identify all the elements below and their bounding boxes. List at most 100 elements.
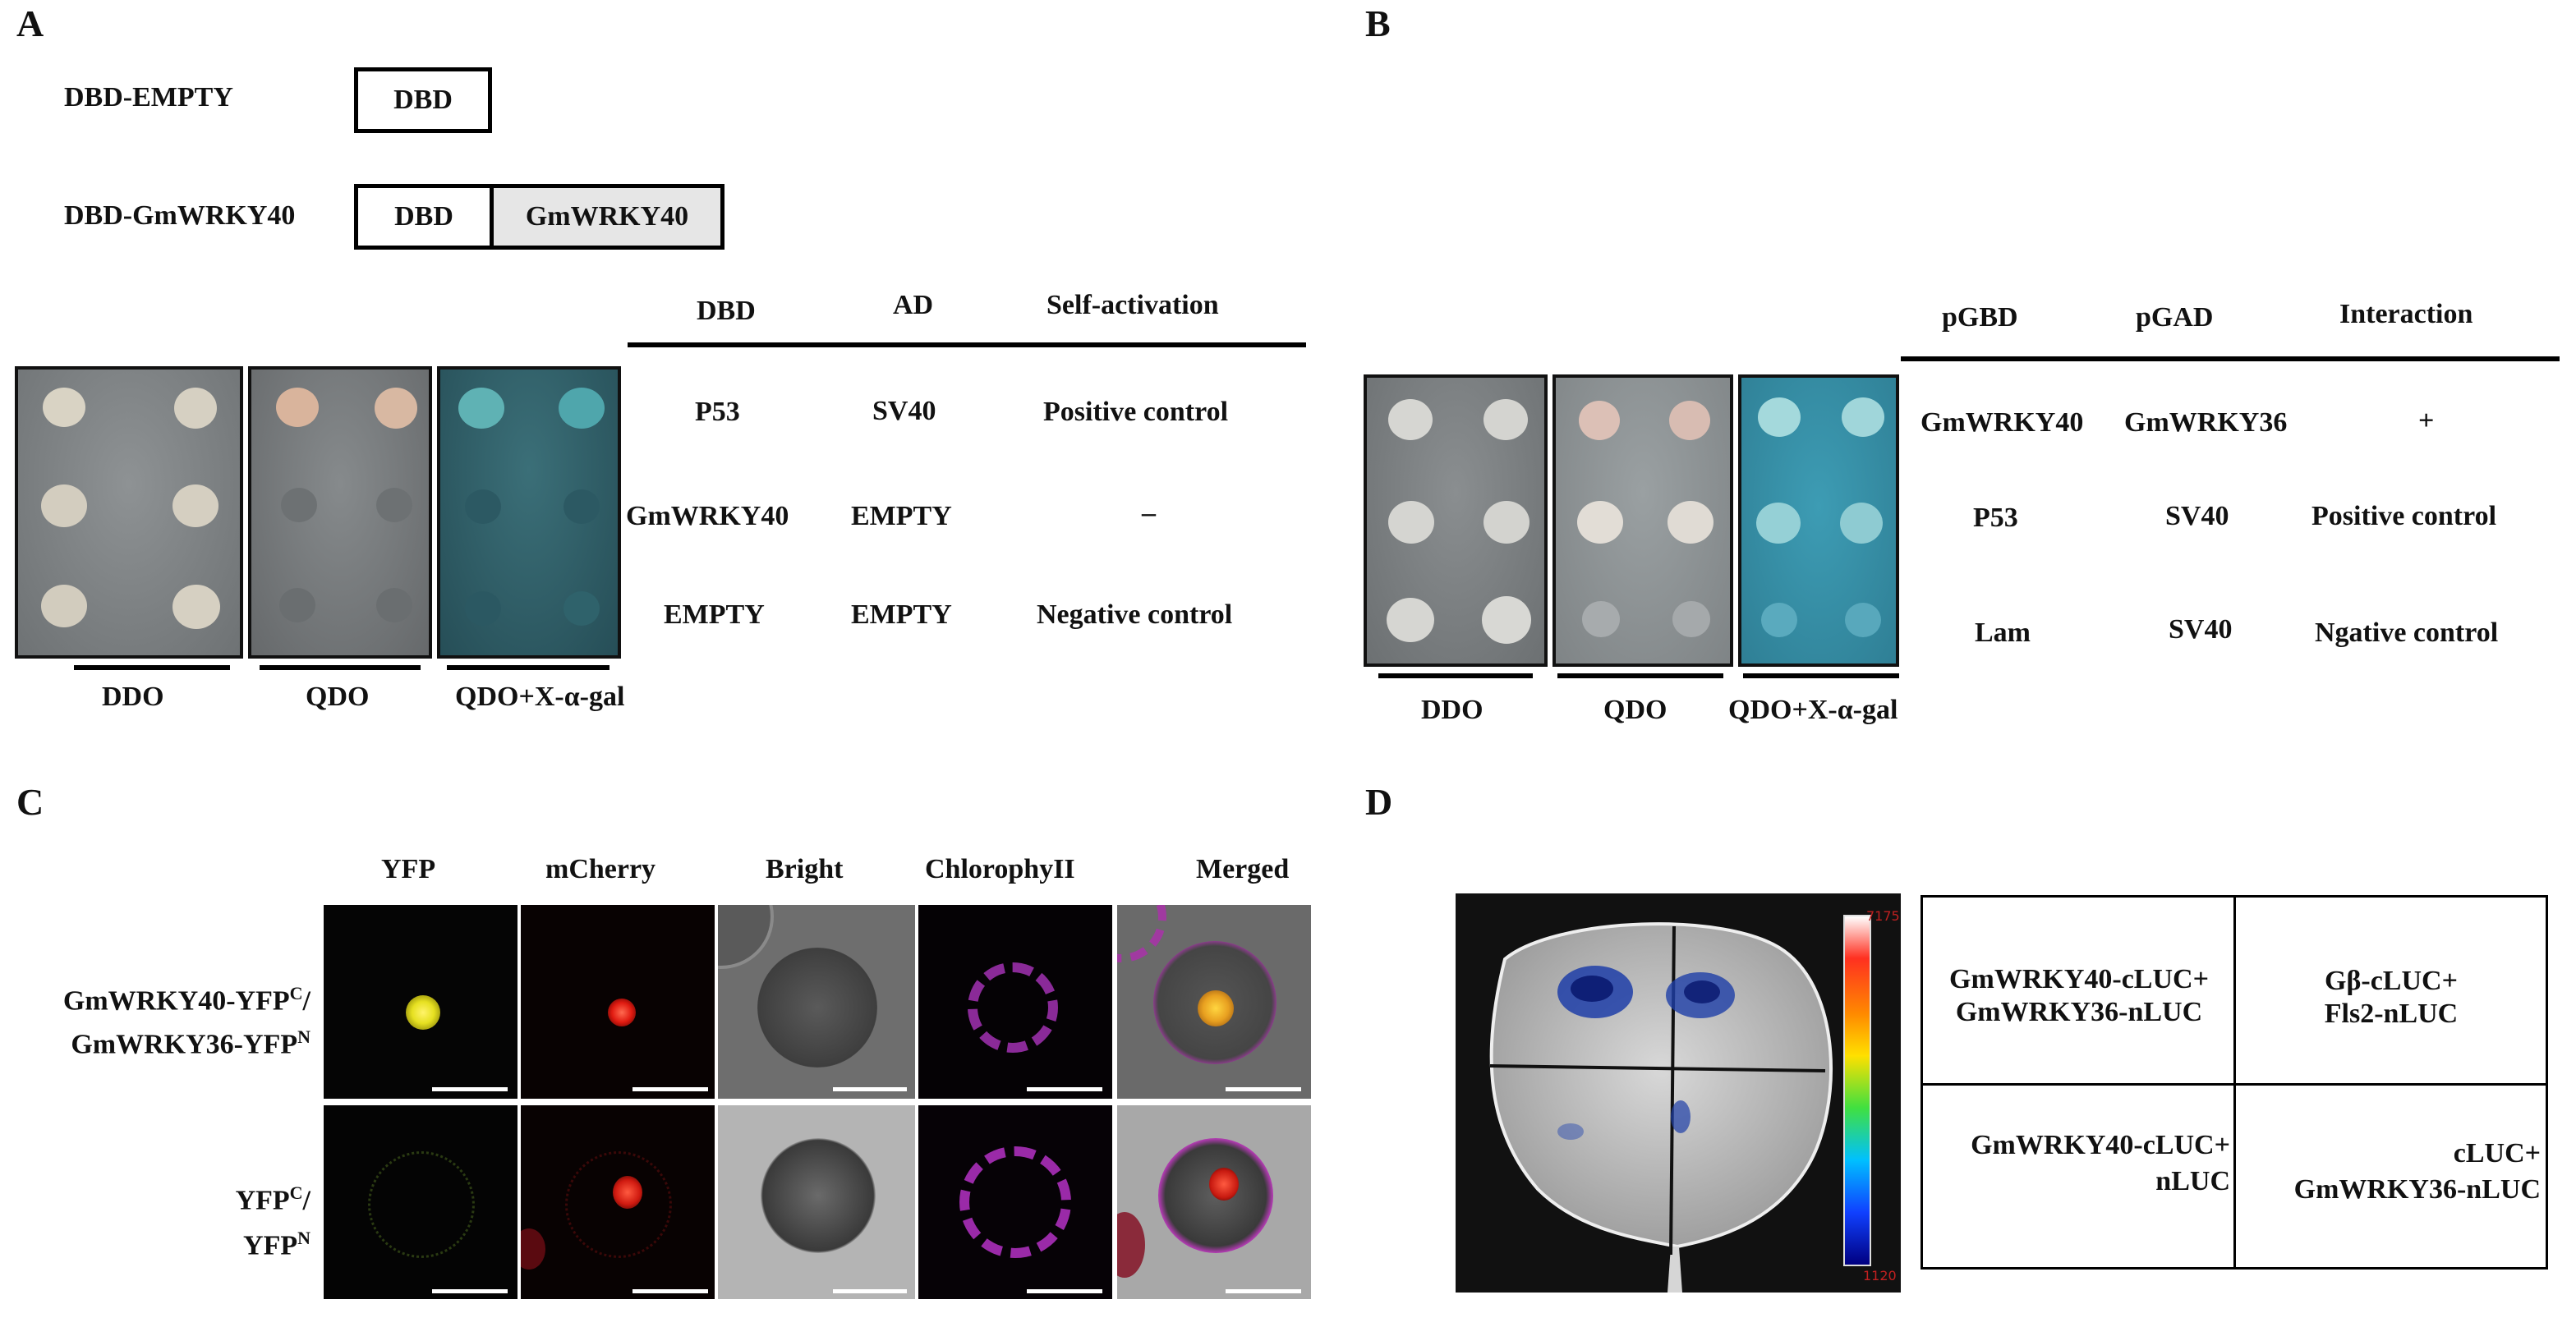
table-cell: Lam [1975, 618, 2031, 648]
nucleus-signal [1198, 990, 1234, 1026]
yeast-spot [1577, 501, 1623, 544]
yeast-spot [1482, 596, 1531, 644]
table-cell: EMPTY [664, 599, 765, 630]
panel-label-b: B [1365, 2, 1391, 44]
luciferase-leaf-image: 7175 1120 [1456, 893, 1901, 1293]
yeast-spot [376, 488, 412, 522]
luminescence-signal [1571, 976, 1613, 1002]
colorbar-max-label: 7175 [1866, 908, 1900, 924]
micrograph-yfp [324, 1105, 518, 1299]
table-header-dbd: DBD [697, 296, 756, 326]
cell-outline [757, 948, 877, 1068]
chloroplast-ring [959, 1146, 1071, 1258]
yeast-spot [1388, 501, 1434, 544]
table-cell: SV40 [872, 396, 936, 426]
legend-cell: cLUC+ GmWRKY36-nLUC [2238, 1136, 2541, 1208]
media-label: QDO+X-α-gal [1728, 695, 1898, 725]
table-header-ad: AD [893, 290, 934, 320]
row-label: YFPC/ YFPN [23, 1174, 310, 1265]
scale-bar [1027, 1289, 1102, 1293]
table-cell: GmWRKY40 [1920, 407, 2084, 438]
scale-bar [1226, 1087, 1301, 1091]
luminescence-signal [1684, 980, 1720, 1003]
panel-label-a: A [16, 2, 44, 44]
yeast-spot [559, 388, 605, 429]
table-header-interaction: Interaction [2339, 299, 2473, 329]
legend-cell: GmWRKY40-cLUC+ GmWRKY36-nLUC [1928, 963, 2230, 1029]
table-cell: GmWRKY36 [2124, 407, 2288, 438]
row-label-suffix: / [302, 1185, 310, 1216]
yeast-spot [1669, 401, 1710, 440]
column-header-mcherry: mCherry [545, 854, 656, 884]
yeast-spot [1842, 397, 1884, 437]
yeast-spot [1668, 501, 1714, 544]
micrograph-merged [1117, 905, 1311, 1099]
legend-cell-line: GmWRKY36-nLUC [2293, 1174, 2541, 1205]
construct-name: DBD-EMPTY [64, 82, 233, 112]
scale-bar [833, 1289, 907, 1293]
scale-bar [1027, 1087, 1102, 1091]
table-cell: EMPTY [851, 501, 952, 531]
row-label-line: YFP [235, 1185, 290, 1216]
media-underline [74, 665, 230, 670]
table-cell: – [1142, 498, 1156, 528]
media-underline [1378, 673, 1533, 678]
superscript: N [297, 1026, 310, 1048]
yeast-spot [1672, 601, 1710, 637]
yeast-spot [1484, 501, 1530, 544]
micrograph-merged [1117, 1105, 1311, 1299]
panel-label-c: C [16, 781, 44, 823]
yeast-spot [41, 585, 87, 627]
table-cell: SV40 [2165, 501, 2229, 531]
media-underline [1557, 673, 1723, 678]
yeast-spot [564, 489, 600, 524]
table-header-pgbd: pGBD [1942, 302, 2018, 333]
plate-ddo [15, 366, 243, 659]
media-label: QDO [306, 682, 370, 712]
yeast-spot [1484, 399, 1528, 440]
table-cell: GmWRKY40 [626, 501, 789, 531]
table-cell: Positive control [1043, 397, 1229, 427]
legend-cell-line: nLUC [2155, 1166, 2230, 1196]
scale-bar [1226, 1289, 1301, 1293]
legend-grid: GmWRKY40-cLUC+ GmWRKY36-nLUC Gβ-cLUC+ Fl… [1920, 895, 2548, 1270]
luminescence-signal [1671, 1100, 1690, 1133]
leaf-outline [1489, 922, 1833, 1249]
luminescence-signal [1557, 1123, 1584, 1140]
media-underline [260, 665, 421, 670]
legend-cell-line: GmWRKY40-cLUC+ [1949, 964, 2209, 994]
grid-divider-horizontal [1923, 1083, 2546, 1086]
dbd-domain-box: DBD [354, 67, 492, 133]
chloroplast-ring [968, 962, 1058, 1053]
table-cell: Positive control [2312, 501, 2497, 531]
yeast-spot [1761, 603, 1797, 637]
row-label-line: GmWRKY36-YFP [71, 1029, 298, 1060]
yeast-spot [1582, 601, 1620, 637]
scale-bar [833, 1087, 907, 1091]
superscript: N [297, 1228, 310, 1249]
micrograph-yfp [324, 905, 518, 1099]
leaf-drawing [1489, 922, 1833, 1293]
row-label-line: GmWRKY40-YFP [62, 985, 290, 1017]
table-cell: P53 [695, 397, 740, 427]
table-header-pgad: pGAD [2136, 302, 2214, 333]
row-label: GmWRKY40-YFPC/ GmWRKY36-YFPN [23, 976, 310, 1063]
yeast-spot [41, 484, 87, 527]
table-cell: SV40 [2169, 614, 2233, 645]
yeast-spot [1845, 603, 1881, 637]
cell-fragment [521, 1228, 545, 1270]
yeast-spot [43, 388, 85, 427]
table-cell: Negative control [1037, 599, 1233, 630]
micrograph-bright [718, 905, 915, 1099]
legend-cell: GmWRKY40-cLUC+ nLUC [1928, 1127, 2230, 1200]
yeast-spot [1840, 503, 1883, 544]
plate-qdo [248, 366, 432, 659]
plate-qdo-xgal [437, 366, 621, 659]
nucleus-signal [613, 1176, 642, 1209]
leaf-petiole [1668, 1247, 1682, 1293]
legend-cell-line: GmWRKY36-nLUC [1955, 997, 2203, 1027]
scale-bar [432, 1289, 508, 1293]
cell-outline [565, 1151, 672, 1258]
micrograph-chlorophyll [918, 1105, 1112, 1299]
media-label: DDO [102, 682, 164, 712]
